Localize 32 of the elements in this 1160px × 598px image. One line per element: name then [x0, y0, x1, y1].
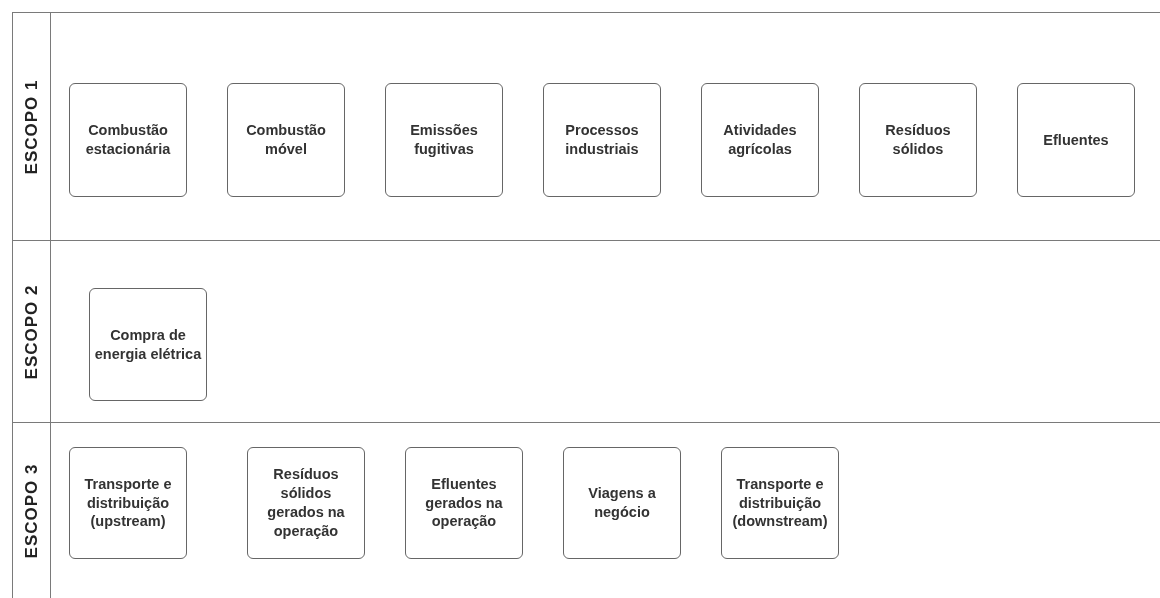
lane-title: ESCOPO 1	[22, 79, 42, 175]
box-label: Emissões fugitivas	[409, 121, 479, 159]
process-box	[701, 83, 819, 197]
process-box	[69, 83, 187, 197]
process-box	[247, 447, 365, 559]
box-label: Combustão estacionária	[84, 121, 172, 159]
box-label: Efluentes gerados na operação	[424, 474, 504, 532]
lane-title: ESCOPO 3	[22, 463, 42, 559]
process-box	[543, 83, 661, 197]
box-label: Combustão móvel	[245, 121, 327, 159]
lane-title: ESCOPO 2	[22, 284, 42, 380]
process-box	[89, 288, 207, 401]
process-box	[227, 83, 345, 197]
box-label: Transporte e distribuição (downstream)	[731, 474, 829, 532]
box-label: Resíduos sólidos gerados na operação	[266, 465, 346, 541]
box-label: Atividades agrícolas	[722, 121, 798, 159]
swimlane-band	[12, 12, 1160, 240]
swimlane-band	[12, 422, 1160, 598]
swimlane-band	[12, 240, 1160, 422]
box-label: Transporte e distribuição (upstream)	[83, 474, 173, 532]
box-label: Viagens a negócio	[587, 484, 657, 522]
process-box	[563, 447, 681, 559]
box-label: Resíduos sólidos	[884, 121, 952, 159]
process-box	[859, 83, 977, 197]
process-box	[721, 447, 839, 559]
box-label: Efluentes	[1042, 130, 1110, 150]
box-label: Compra de energia elétrica	[93, 325, 203, 364]
process-box	[1017, 83, 1135, 197]
process-box	[69, 447, 187, 559]
box-label: Processos industriais	[564, 121, 640, 159]
process-box	[385, 83, 503, 197]
process-box	[405, 447, 523, 559]
